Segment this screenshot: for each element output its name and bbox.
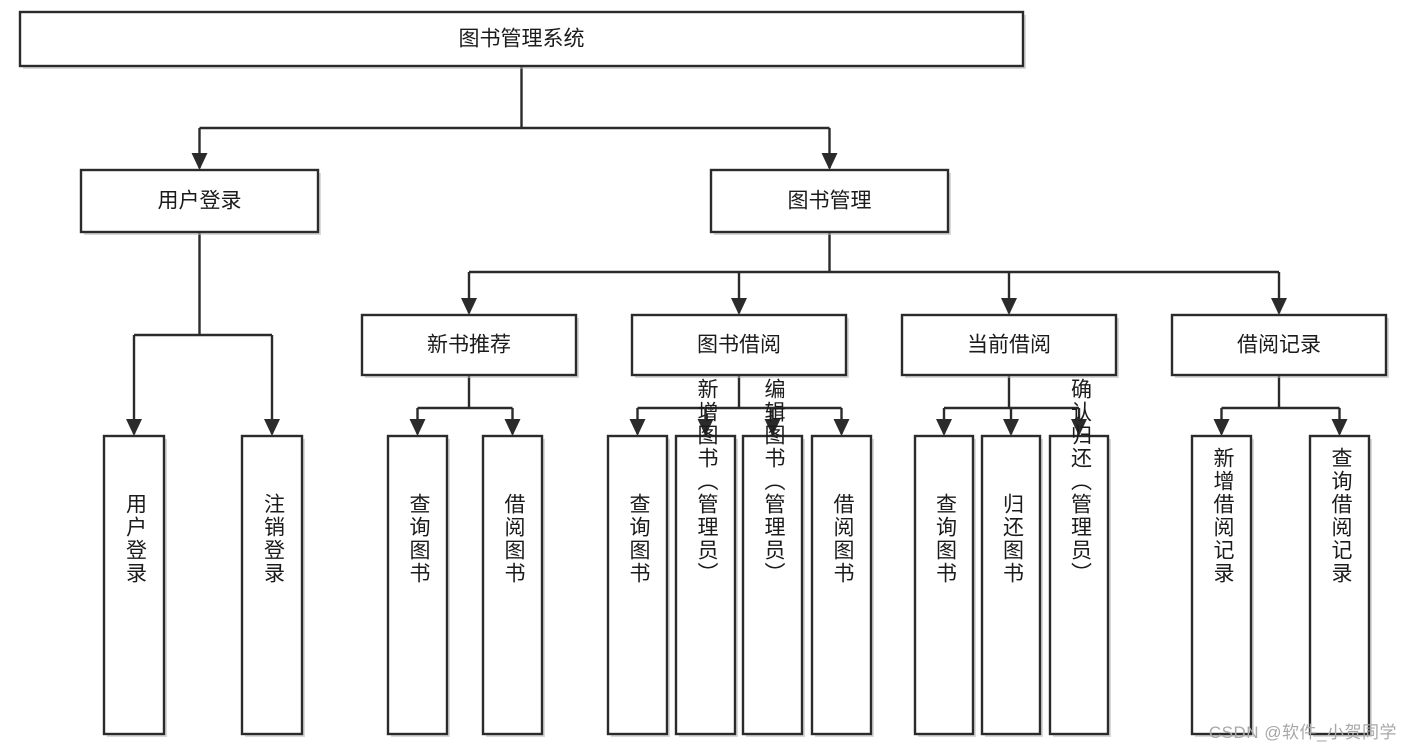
- node-l-query-book-3[interactable]: 查询图书: [913, 434, 976, 737]
- node-l-add-book[interactable]: 新增图书（管理员）: [674, 378, 738, 737]
- node-label: 用户登录: [158, 190, 242, 213]
- node-label: 用户登录: [123, 493, 147, 585]
- node-l-return-book[interactable]: 归还图书: [980, 434, 1043, 737]
- node-n-borrow-record[interactable]: 借阅记录: [1170, 313, 1389, 378]
- node-l-query-book-2[interactable]: 查询图书: [606, 434, 670, 737]
- node-label: 确认归还（管理员）: [1068, 378, 1092, 585]
- node-label: 借阅记录: [1237, 334, 1321, 357]
- node-label: 查询图书: [407, 493, 431, 585]
- node-l-query-record[interactable]: 查询借阅记录: [1308, 434, 1372, 737]
- node-label: 当前借阅: [967, 334, 1051, 357]
- node-label: 查询图书: [933, 493, 957, 585]
- node-n-user-login[interactable]: 用户登录: [79, 168, 321, 235]
- node-l-edit-book[interactable]: 编辑图书（管理员）: [741, 378, 805, 737]
- node-n-current-borrow[interactable]: 当前借阅: [900, 313, 1119, 378]
- node-root[interactable]: 图书管理系统: [18, 10, 1026, 69]
- node-label: 查询借阅记录: [1329, 447, 1353, 585]
- node-n-book-manage[interactable]: 图书管理: [709, 168, 951, 235]
- connector-layer: [126, 66, 1348, 436]
- node-label: 新增借阅记录: [1211, 447, 1235, 585]
- node-label: 新书推荐: [427, 334, 511, 357]
- node-l-confirm-return[interactable]: 确认归还（管理员）: [1048, 378, 1111, 737]
- node-label: 借阅图书: [502, 493, 526, 585]
- node-label: 注销登录: [261, 493, 285, 585]
- node-n-book-borrow[interactable]: 图书借阅: [630, 313, 849, 378]
- node-label: 查询图书: [627, 493, 651, 585]
- node-n-new-book-rec[interactable]: 新书推荐: [360, 313, 579, 378]
- node-l-borrow-book-1[interactable]: 借阅图书: [481, 434, 545, 737]
- node-l-query-book-1[interactable]: 查询图书: [386, 434, 450, 737]
- node-l-logout[interactable]: 注销登录: [240, 434, 305, 737]
- node-label: 借阅图书: [831, 493, 855, 585]
- node-label: 图书管理系统: [459, 28, 585, 51]
- node-l-user-login[interactable]: 用户登录: [102, 434, 167, 737]
- node-label: 编辑图书（管理员）: [762, 378, 786, 585]
- node-label: 归还图书: [1000, 493, 1024, 585]
- node-layer: 图书管理系统用户登录图书管理新书推荐图书借阅当前借阅借阅记录用户登录注销登录查询…: [18, 10, 1389, 737]
- node-label: 新增图书（管理员）: [695, 378, 719, 585]
- node-l-add-record[interactable]: 新增借阅记录: [1190, 434, 1254, 737]
- node-l-borrow-book-2[interactable]: 借阅图书: [810, 434, 874, 737]
- node-label: 图书管理: [788, 190, 872, 213]
- node-label: 图书借阅: [697, 334, 781, 357]
